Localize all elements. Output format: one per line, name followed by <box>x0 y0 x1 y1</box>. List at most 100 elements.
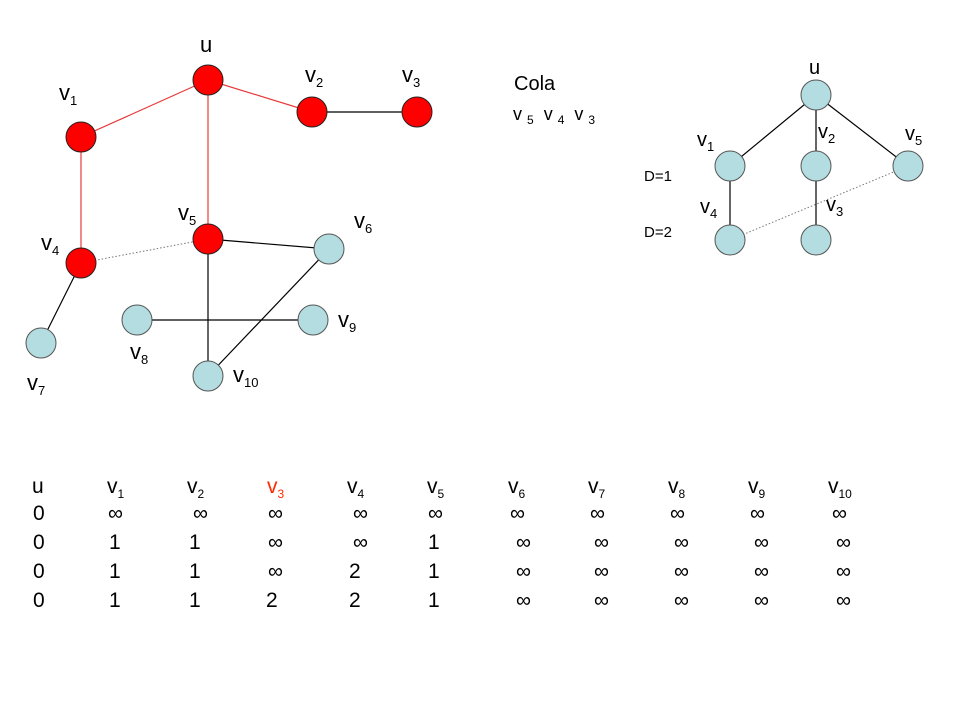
tree-label-v5: v5 <box>905 123 923 148</box>
edge-v6-v10 <box>207 248 330 377</box>
table-cell: ∞ <box>670 502 685 525</box>
tree-label-v1: v1 <box>697 129 715 154</box>
table-cell: ∞ <box>754 560 769 583</box>
node-v3 <box>401 96 433 128</box>
label-v9: v9 <box>338 307 357 335</box>
table-header-v4: v4 <box>347 475 365 501</box>
table-header-v8: v8 <box>668 475 686 501</box>
table-cell: ∞ <box>594 560 609 583</box>
node-v2 <box>296 96 328 128</box>
table-cell: 1 <box>189 589 201 612</box>
node-v8 <box>121 304 153 336</box>
depth-label-1: D=1 <box>644 168 672 185</box>
table-cell: ∞ <box>268 560 283 583</box>
label-v3: v3 <box>402 62 421 90</box>
node-u <box>192 64 224 96</box>
edge-v5-v6 <box>207 238 330 250</box>
label-v7: v7 <box>27 370 46 398</box>
tree-node-u <box>800 79 832 111</box>
table-cell: ∞ <box>428 502 443 525</box>
table-cell: ∞ <box>353 502 368 525</box>
tree-node-v5 <box>892 150 924 182</box>
table-header-v1: v1 <box>107 475 125 501</box>
edge-v4-v5 <box>80 238 209 264</box>
table-header-v3: v3 <box>267 475 285 501</box>
tree-node-v4 <box>714 224 746 256</box>
table-cell: 1 <box>109 531 121 554</box>
table-cell: 0 <box>33 502 45 525</box>
node-v6 <box>313 233 345 265</box>
table-header-u: u <box>32 475 44 498</box>
table-cell: 1 <box>428 560 440 583</box>
table-cell: ∞ <box>836 589 851 612</box>
table-cell: ∞ <box>268 531 283 554</box>
label-v8: v8 <box>130 339 149 367</box>
tree-edge-u-v1 <box>729 94 817 167</box>
table-cell: ∞ <box>594 531 609 554</box>
table-cell: 0 <box>33 531 45 554</box>
tree-label-v3: v3 <box>826 194 844 219</box>
tree-node-v3 <box>800 224 832 256</box>
edge-u-v1 <box>80 79 209 138</box>
table-cell: 1 <box>109 560 121 583</box>
node-v4 <box>65 247 97 279</box>
table-cell: 0 <box>33 589 45 612</box>
tree-node-v1 <box>714 150 746 182</box>
table-header-v9: v9 <box>748 475 766 501</box>
tree-edge-u-v5 <box>815 94 909 167</box>
label-v2: v2 <box>305 62 324 90</box>
tree-edge-v4-v5 <box>729 165 909 241</box>
queue-title: Cola <box>514 73 556 95</box>
table-cell: ∞ <box>836 560 851 583</box>
table-cell: ∞ <box>510 502 525 525</box>
table-cell: ∞ <box>674 531 689 554</box>
tree-label-u: u <box>809 57 821 79</box>
label-v6: v6 <box>354 208 373 236</box>
table-header-v5: v5 <box>427 475 445 501</box>
table-header-v6: v6 <box>508 475 526 501</box>
edge-u-v2 <box>207 79 313 113</box>
table-cell: ∞ <box>750 502 765 525</box>
tree-label-v2: v2 <box>818 121 836 146</box>
table-cell: ∞ <box>108 502 123 525</box>
table-cell: ∞ <box>754 531 769 554</box>
table-cell: ∞ <box>836 531 851 554</box>
table-cell: 2 <box>349 560 361 583</box>
node-v9 <box>297 304 329 336</box>
table-cell: 2 <box>349 589 361 612</box>
label-v5: v5 <box>178 200 197 228</box>
node-v5 <box>192 223 224 255</box>
table-cell: ∞ <box>193 502 208 525</box>
table-cell: ∞ <box>516 589 531 612</box>
depth-label-2: D=2 <box>644 224 672 241</box>
tree-node-v2 <box>800 150 832 182</box>
label-v1: v1 <box>59 80 78 108</box>
label-v4: v4 <box>41 230 60 258</box>
table-cell: ∞ <box>832 502 847 525</box>
node-v10 <box>192 360 224 392</box>
table-cell: ∞ <box>516 560 531 583</box>
table-cell: ∞ <box>268 502 283 525</box>
table-cell: ∞ <box>754 589 769 612</box>
label-v10: v10 <box>233 362 259 390</box>
table-cell: ∞ <box>674 560 689 583</box>
tree-label-v4: v4 <box>700 196 718 221</box>
table-cell: 2 <box>266 589 278 612</box>
table-cell: 1 <box>428 589 440 612</box>
table-header-v10: v10 <box>828 475 852 501</box>
node-v7 <box>25 327 57 359</box>
table-cell: 1 <box>189 531 201 554</box>
table-cell: ∞ <box>353 531 368 554</box>
table-cell: ∞ <box>516 531 531 554</box>
table-cell: 1 <box>109 589 121 612</box>
table-cell: 1 <box>428 531 440 554</box>
node-v1 <box>65 121 97 153</box>
table-header-v7: v7 <box>588 475 606 501</box>
table-cell: 0 <box>33 560 45 583</box>
table-cell: ∞ <box>590 502 605 525</box>
label-u: u <box>200 32 213 57</box>
